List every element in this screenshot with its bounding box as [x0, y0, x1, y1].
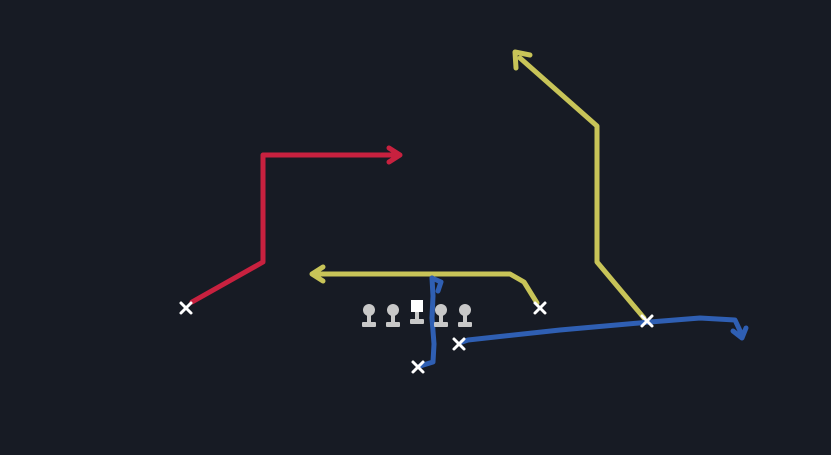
route-yellow-drag-path — [315, 271, 540, 306]
lineman-icon — [458, 304, 472, 327]
center-icon — [410, 300, 424, 324]
arrow-head-icon — [730, 325, 749, 341]
x-mark-icon — [411, 360, 425, 374]
route-blue-flat-path — [459, 315, 745, 345]
route-red-out — [189, 145, 403, 305]
route-yellow-post — [512, 49, 647, 321]
route-yellow-drag — [309, 264, 540, 306]
arrow-head-icon — [386, 145, 403, 165]
offensive-line — [362, 300, 472, 327]
route-blue-sit — [417, 275, 444, 369]
lineman-icon — [362, 304, 376, 327]
x-mark-icon — [452, 337, 466, 351]
lineman-icon — [386, 304, 400, 327]
route-blue-sit-path — [417, 275, 437, 369]
lineman-icon — [434, 304, 448, 327]
arrow-head-icon — [309, 264, 326, 284]
x-mark-icon — [179, 301, 193, 315]
x-mark-icon — [533, 301, 547, 315]
route-red-path — [189, 152, 398, 305]
route-yellow-post-path — [517, 55, 647, 321]
arrow-head-icon — [512, 49, 533, 71]
x-mark-icon — [640, 314, 654, 328]
arrow-head-icon — [429, 275, 444, 294]
route-blue-flat — [459, 315, 749, 345]
